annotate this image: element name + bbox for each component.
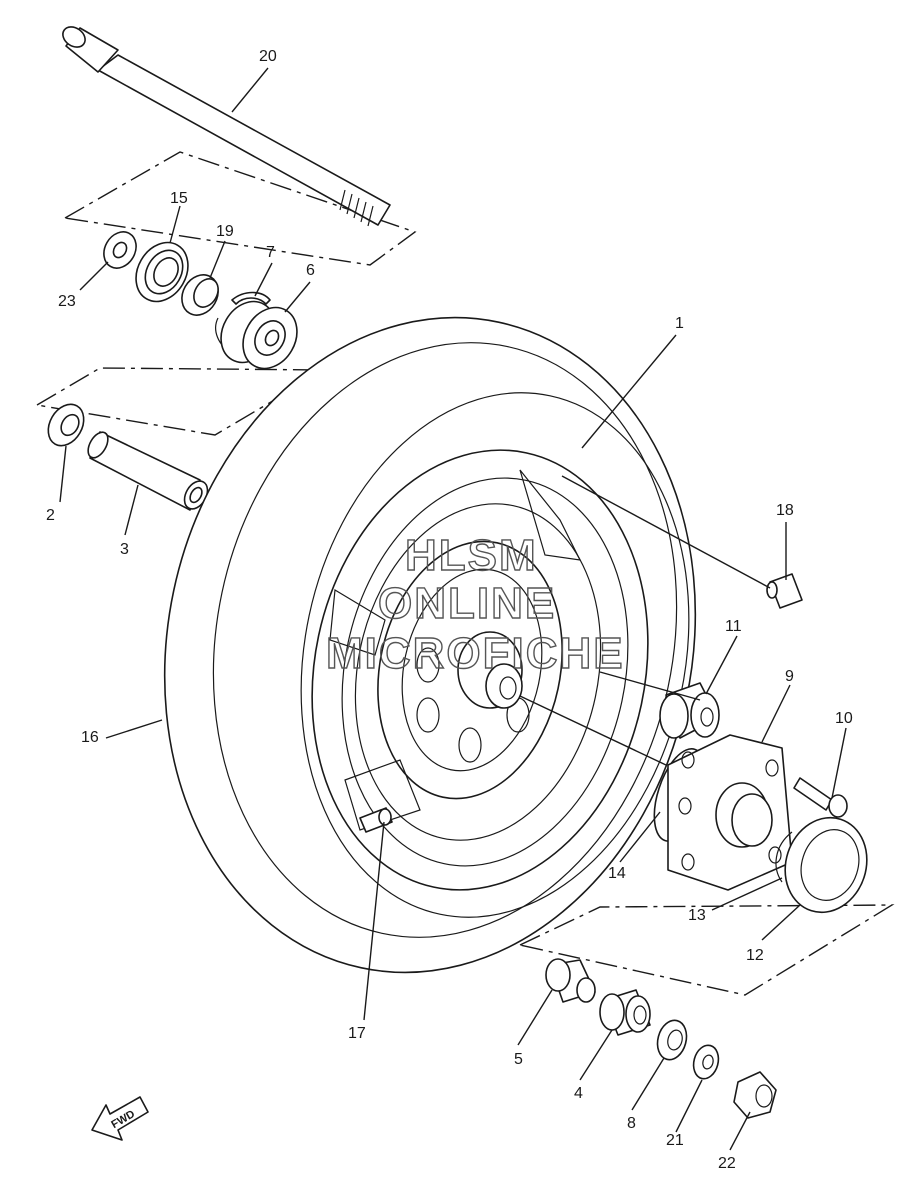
- callout-3: 3: [120, 541, 129, 558]
- callout-1: 1: [675, 315, 684, 332]
- spoke-a: [519, 469, 582, 561]
- callout-16: 16: [81, 729, 99, 746]
- air-valve-17: [359, 807, 393, 833]
- bearing-group-box-top: [62, 151, 417, 266]
- hub-inner: [401, 568, 543, 772]
- washer-21: [692, 1044, 720, 1080]
- axle: [62, 26, 391, 227]
- callout-15: 15: [170, 190, 188, 207]
- watermark-line-2: ONLINE: [378, 579, 556, 628]
- balance-weight-18: [766, 573, 803, 609]
- collar-4: [599, 989, 651, 1036]
- watermark-line-1: HLSM: [405, 531, 538, 580]
- callout-17: 17: [348, 1025, 366, 1042]
- callout-7: 7: [266, 244, 275, 261]
- hub-hole-2: [416, 697, 440, 733]
- callout-10: 10: [835, 710, 853, 727]
- callout-4: 4: [574, 1085, 583, 1102]
- callout-12: 12: [746, 947, 764, 964]
- collar-11: [659, 682, 720, 739]
- bolt-10: [793, 777, 848, 818]
- callout-22: 22: [718, 1155, 736, 1172]
- callout-8: 8: [627, 1115, 636, 1132]
- oil-seal-2: [47, 403, 85, 447]
- callout-13: 13: [688, 907, 706, 924]
- callout-14: 14: [608, 865, 626, 882]
- callout-11: 11: [725, 618, 742, 635]
- callout-9: 9: [785, 668, 794, 685]
- bearing-group-box-left: [34, 367, 328, 436]
- rim-inner-1: [341, 477, 629, 867]
- wheel-assembly: [163, 316, 697, 974]
- bearing-6: [220, 300, 298, 370]
- spacer-3: [87, 431, 209, 511]
- callout-19: 19: [216, 223, 234, 240]
- leader-lines: [59, 67, 847, 1151]
- spoke-c: [344, 759, 421, 831]
- callout-6: 6: [306, 262, 315, 279]
- tire-sidewall: [212, 342, 678, 938]
- circlip-7: [231, 291, 271, 305]
- callout-labels: 1 2 3 4 5 6 7 8 9 10 11 12 13 14 15 16 1…: [46, 48, 853, 1172]
- callout-18: 18: [776, 502, 794, 519]
- clutch-hub-9: [667, 734, 793, 891]
- callout-21: 21: [666, 1132, 684, 1149]
- hardware-group-box-right: [517, 904, 895, 996]
- oil-seal-12: [784, 816, 868, 914]
- axle-nut-22: [733, 1071, 777, 1119]
- oil-seal-15: [135, 241, 189, 303]
- hub-hole-3: [458, 727, 482, 763]
- hub-hole-1: [416, 647, 440, 683]
- washer-8: [656, 1019, 688, 1061]
- spoke-b: [329, 588, 386, 656]
- callout-23: 23: [58, 293, 76, 310]
- callout-5: 5: [514, 1051, 523, 1068]
- collar-19: [181, 274, 219, 316]
- rim-inner-2: [354, 503, 602, 841]
- collar-5: [545, 958, 596, 1003]
- washer-23: [103, 231, 137, 269]
- watermark-line-3: MICROFICHE: [326, 629, 625, 678]
- hub-bearing-bore: [499, 676, 517, 700]
- callout-2: 2: [46, 507, 55, 524]
- callout-20: 20: [259, 48, 277, 65]
- forward-direction-arrow: FWD: [91, 1096, 149, 1141]
- watermark: HLSM ONLINE MICROFICHE: [325, 530, 625, 678]
